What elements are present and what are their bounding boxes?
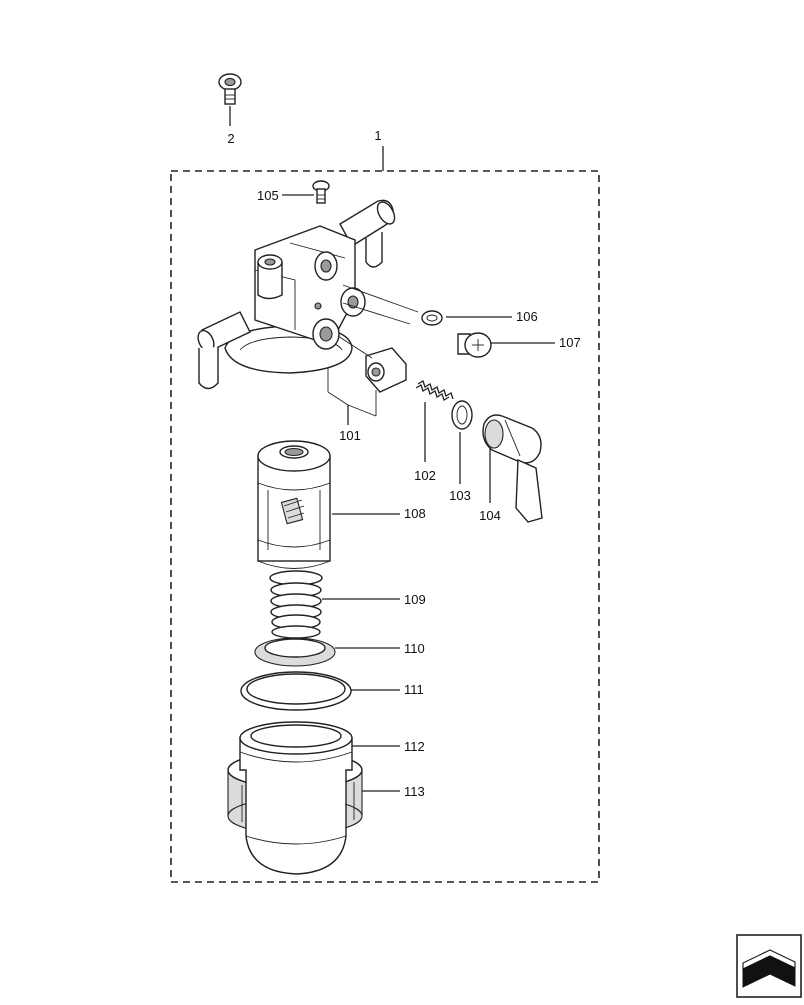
- callout-102: 102: [414, 468, 436, 483]
- part-105-screw: [312, 180, 330, 204]
- part-106-washer: [421, 310, 443, 326]
- part-111-o-ring: [240, 671, 352, 711]
- part-107-bleed-screw: [457, 332, 492, 358]
- part-101-cock-plug: [365, 347, 407, 393]
- callout-109: 109: [404, 592, 426, 607]
- part-108-filter-element: [257, 440, 331, 569]
- callout-105: 105: [257, 188, 279, 203]
- part-102-spring: [415, 380, 454, 401]
- callout-2: 2: [227, 131, 234, 146]
- part-109-spring: [269, 570, 323, 639]
- assembly-boundary: [170, 170, 600, 883]
- part-112-filter-bowl: [239, 721, 353, 875]
- callout-113: 113: [404, 784, 425, 799]
- callout-103: 103: [449, 488, 471, 503]
- callout-111: 111: [404, 682, 424, 697]
- part-110-gasket: [254, 637, 336, 667]
- filter-head-body: [197, 199, 396, 390]
- callout-108: 108: [404, 506, 426, 521]
- callout-104: 104: [479, 508, 501, 523]
- part-104-lever: [482, 414, 543, 523]
- callout-112: 112: [404, 739, 425, 754]
- next-page-arrow-icon[interactable]: [736, 934, 802, 998]
- callout-106: 106: [516, 309, 538, 324]
- assembly-label: 1: [374, 128, 381, 143]
- callout-110: 110: [404, 641, 425, 656]
- part-103-o-ring: [451, 400, 473, 430]
- part-2-banjo-bolt: [218, 73, 242, 105]
- callout-107: 107: [559, 335, 581, 350]
- callout-101: 101: [339, 428, 361, 443]
